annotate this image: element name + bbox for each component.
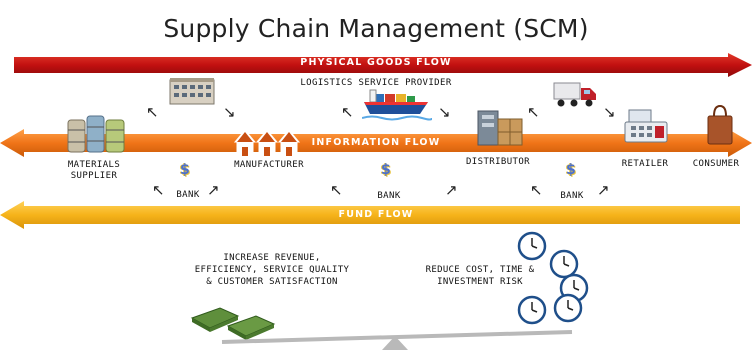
arrow-up-left-icon: ↖ bbox=[330, 181, 343, 199]
arrow-down-right-icon: ↘ bbox=[223, 103, 236, 121]
bank-label: BANK bbox=[377, 191, 401, 201]
arrow-up-left-icon: ↖ bbox=[341, 103, 354, 121]
physical-goods-flow-arrow bbox=[14, 53, 752, 77]
page-title: Supply Chain Management (SCM) bbox=[163, 14, 589, 43]
arrow-up-left-icon: ↖ bbox=[527, 103, 540, 121]
logistics-provider-label: LOGISTICS SERVICE PROVIDER bbox=[300, 78, 452, 88]
arrow-up-right-icon: ↗ bbox=[597, 181, 610, 199]
consumer-label: CONSUMER bbox=[692, 159, 740, 169]
dollar-icon: $ bbox=[180, 162, 190, 178]
fund-flow-arrow bbox=[0, 201, 740, 229]
retailer-label: RETAILER bbox=[621, 159, 669, 169]
distributor-label: DISTRIBUTOR bbox=[465, 157, 530, 167]
information-flow-arrow bbox=[0, 129, 752, 157]
dollar-icon: $ bbox=[566, 162, 576, 178]
warehouse-icon bbox=[477, 110, 523, 146]
bank-label: BANK bbox=[560, 191, 584, 201]
dollar-icon: $ bbox=[381, 162, 391, 178]
information-flow-label: INFORMATION FLOW bbox=[311, 137, 441, 148]
money-stack-icon bbox=[190, 307, 276, 340]
fund-flow-label: FUND FLOW bbox=[338, 209, 414, 220]
bank-label: BANK bbox=[176, 190, 200, 200]
cash-register-icon bbox=[624, 109, 668, 143]
barrels-icon bbox=[67, 115, 125, 153]
arrow-down-right-icon: ↘ bbox=[438, 103, 451, 121]
shopping-bag-icon bbox=[707, 104, 733, 145]
seesaw-icon bbox=[221, 330, 573, 350]
arrow-up-left-icon: ↖ bbox=[152, 181, 165, 199]
arrow-up-left-icon: ↖ bbox=[146, 103, 159, 121]
cargo-ship-icon bbox=[362, 89, 432, 121]
truck-icon bbox=[553, 82, 596, 107]
factory-icon bbox=[233, 129, 301, 157]
arrow-up-left-icon: ↖ bbox=[530, 181, 543, 199]
physical-goods-flow-label: PHYSICAL GOODS FLOW bbox=[300, 57, 452, 68]
building-icon bbox=[169, 78, 215, 105]
balance-left-text: INCREASE REVENUE,EFFICIENCY, SERVICE QUA… bbox=[194, 253, 350, 287]
arrow-up-right-icon: ↗ bbox=[207, 181, 220, 199]
manufacturer-label: MANUFACTURER bbox=[234, 160, 304, 170]
balance-right-text: REDUCE COST, TIME &INVESTMENT RISK bbox=[425, 265, 535, 287]
arrow-up-right-icon: ↗ bbox=[445, 181, 458, 199]
clock-icon bbox=[517, 231, 589, 325]
arrow-down-right-icon: ↘ bbox=[603, 103, 616, 121]
